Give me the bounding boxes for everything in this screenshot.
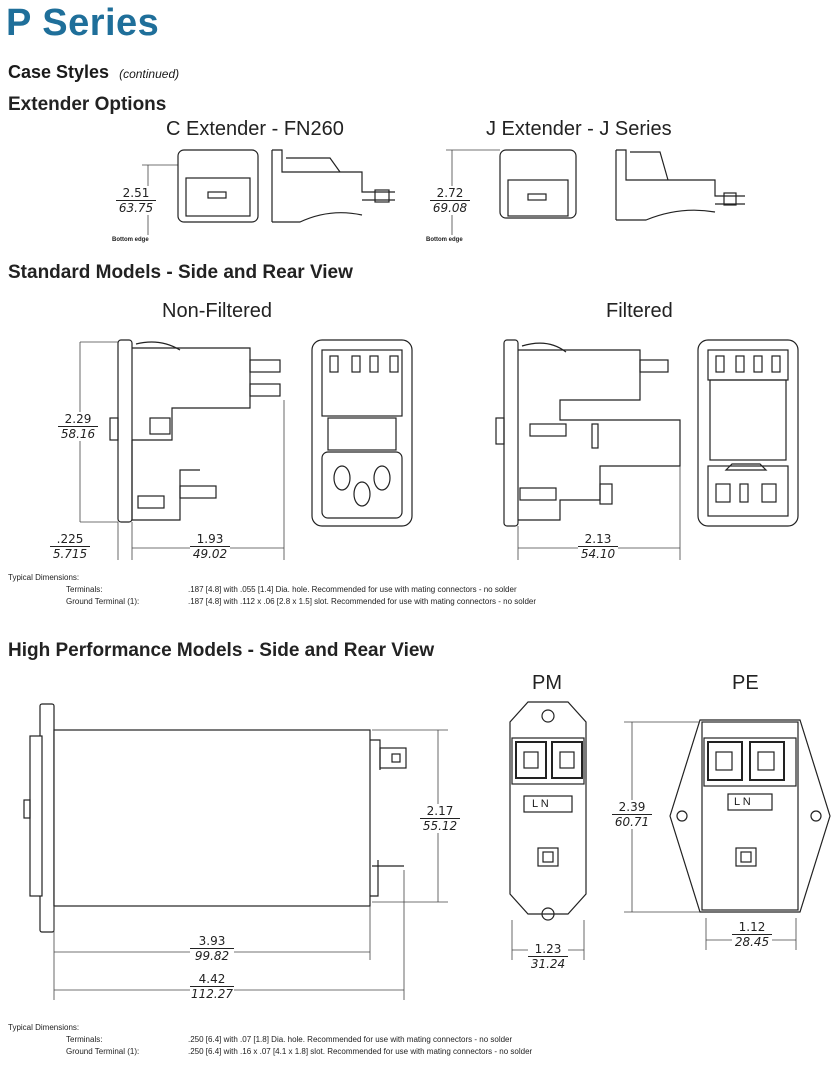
filtered-title: Filtered: [606, 300, 673, 322]
standard-typical-dimensions: Typical Dimensions: Terminals:.187 [4.8]…: [8, 573, 537, 606]
case-styles-label: Case Styles: [8, 62, 110, 82]
pm-title: PM: [532, 672, 562, 694]
filtered-side-view: [495, 339, 681, 560]
non-filtered-side-view: [79, 339, 285, 560]
case-styles-heading: Case Styles (continued): [8, 62, 179, 83]
hp-typical-dimensions: Typical Dimensions: Terminals:.250 [6.4]…: [8, 1023, 533, 1056]
pe-ln-label: L N: [734, 796, 751, 808]
page-title: P Series: [6, 2, 160, 44]
high-performance-heading: High Performance Models - Side and Rear …: [8, 640, 435, 661]
pe-front-view: [624, 719, 831, 950]
filtered-rear-view: [697, 339, 799, 527]
standard-models-heading: Standard Models - Side and Rear View: [8, 262, 353, 283]
c-bottom-edge-label: Bottom edge: [112, 237, 149, 243]
j-extender-drawing: [446, 149, 745, 235]
continued-label: (continued): [119, 67, 180, 81]
c-extender-title: C Extender - FN260: [166, 118, 344, 140]
pm-front-view: [509, 701, 587, 960]
c-extender-drawing: [142, 149, 395, 235]
non-filtered-title: Non-Filtered: [162, 300, 273, 322]
j-extender-title: J Extender - J Series: [486, 118, 672, 140]
j-bottom-edge-label: Bottom edge: [426, 237, 463, 243]
non-filtered-rear-view: [311, 339, 413, 527]
pm-ln-label: L N: [532, 798, 549, 810]
pe-title: PE: [732, 672, 759, 694]
hp-side-view: [23, 703, 448, 1000]
extender-heading: Extender Options: [8, 94, 167, 115]
